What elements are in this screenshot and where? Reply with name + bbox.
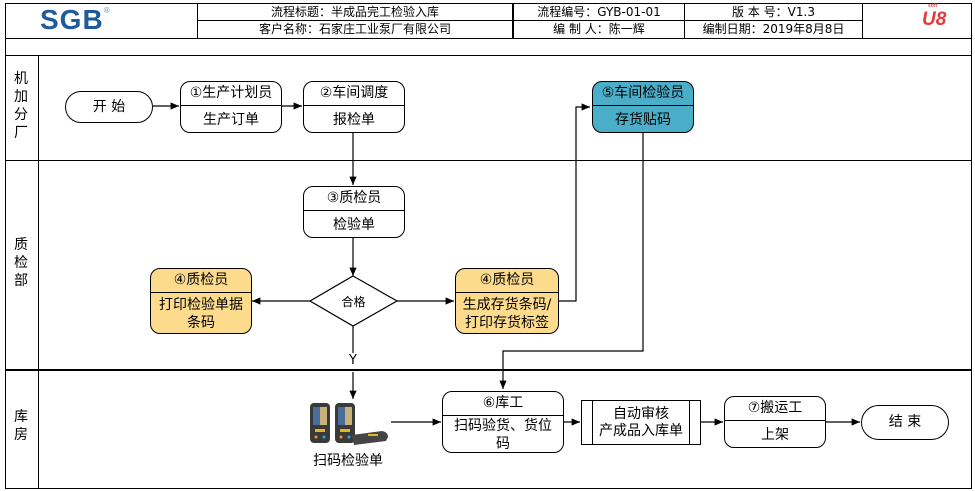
step4-left-body: 打印检验单据 条码 (159, 297, 243, 331)
version: 版 本 号：V1.3 (732, 5, 815, 19)
lane-divider (5, 369, 971, 371)
step1-production-planner[interactable]: ①生产计划员 生产订单 (180, 81, 282, 133)
step6-warehouse-worker[interactable]: ⑥库工 扫码验货、货位 码 (442, 391, 564, 453)
lane-label-divider (38, 56, 39, 489)
author: 编 制 人：陈一辉 (553, 22, 645, 36)
step3-quality-inspector[interactable]: ③质检员 检验单 (303, 186, 405, 238)
step4-right-body: 生成存货条码/ 打印存货标签 (462, 297, 552, 331)
header-col-divider (862, 3, 863, 38)
process-number: 流程编号：GYB-01-01 (537, 5, 661, 19)
header-col-divider (684, 3, 685, 38)
step6-title: ⑥库工 (443, 392, 563, 416)
frame-left-border (5, 3, 6, 489)
step4-left-title: ④质检员 (151, 269, 251, 293)
lane-divider (5, 160, 971, 161)
end-terminal[interactable]: 结 束 (861, 405, 949, 440)
process-title: 流程标题：半成品完工检验入库 (270, 5, 439, 19)
frame-right-border (971, 3, 972, 489)
step7-porter[interactable]: ⑦搬运工 上架 (724, 396, 826, 448)
step2-workshop-dispatch[interactable]: ②车间调度 报检单 (303, 81, 405, 133)
customer-name: 客户名称：石家庄工业泵厂有限公司 (258, 22, 451, 36)
step4-right-title: ④质检员 (456, 269, 558, 293)
lane-label-quality-dept: 质 检 部 (14, 237, 28, 289)
auto-approve-text: 自动审核 产成品入库单 (592, 401, 690, 444)
step4-print-inspection-barcode[interactable]: ④质检员 打印检验单据 条码 (150, 268, 252, 334)
step3-body: 检验单 (333, 217, 375, 233)
header-col-divider (513, 3, 514, 38)
decision-label: 合格 (341, 295, 366, 309)
yes-label: Y (347, 353, 359, 369)
sgb-logo: SGB® (40, 4, 111, 35)
lane-label-machining-plant: 机 加 分 厂 (14, 71, 28, 141)
step1-body: 生产订单 (203, 112, 259, 128)
arrow-generate-to-step5 (559, 103, 590, 302)
scanner-caption: 扫码检验单 (313, 453, 383, 469)
start-terminal[interactable]: 开 始 (65, 91, 153, 123)
lane-label-warehouse: 库 房 (14, 409, 28, 443)
step4-generate-inventory-barcode[interactable]: ④质检员 生成存货条码/ 打印存货标签 (455, 268, 559, 334)
handheld-scanner-icon (308, 401, 390, 447)
header-top-border (5, 3, 971, 4)
step3-title: ③质检员 (304, 187, 404, 211)
step7-body: 上架 (761, 427, 789, 443)
header-bottom-border (5, 38, 971, 39)
compile-date: 编制日期：2019年8月8日 (702, 22, 845, 36)
header-mid-divider (197, 20, 862, 21)
frame-bottom-border (5, 488, 971, 489)
step5-body: 存货贴码 (615, 112, 671, 128)
spacer-row-border (5, 55, 971, 56)
step1-title: ①生产计划员 (181, 82, 281, 106)
step5-title: ⑤车间检验员 (593, 82, 693, 106)
arrow-step5-to-step6 (499, 133, 644, 389)
step5-workshop-inspector[interactable]: ⑤车间检验员 存货贴码 (592, 81, 694, 133)
header-col-divider (512, 3, 513, 38)
step2-title: ②车间调度 (304, 82, 404, 106)
header-col-divider (197, 3, 198, 38)
step6-body: 扫码验货、货位 码 (454, 418, 552, 452)
decision-diamond (308, 275, 399, 327)
step2-body: 报检单 (333, 112, 375, 128)
step7-title: ⑦搬运工 (725, 397, 825, 421)
auto-approve-process[interactable]: 自动审核 产成品入库单 (581, 400, 701, 445)
